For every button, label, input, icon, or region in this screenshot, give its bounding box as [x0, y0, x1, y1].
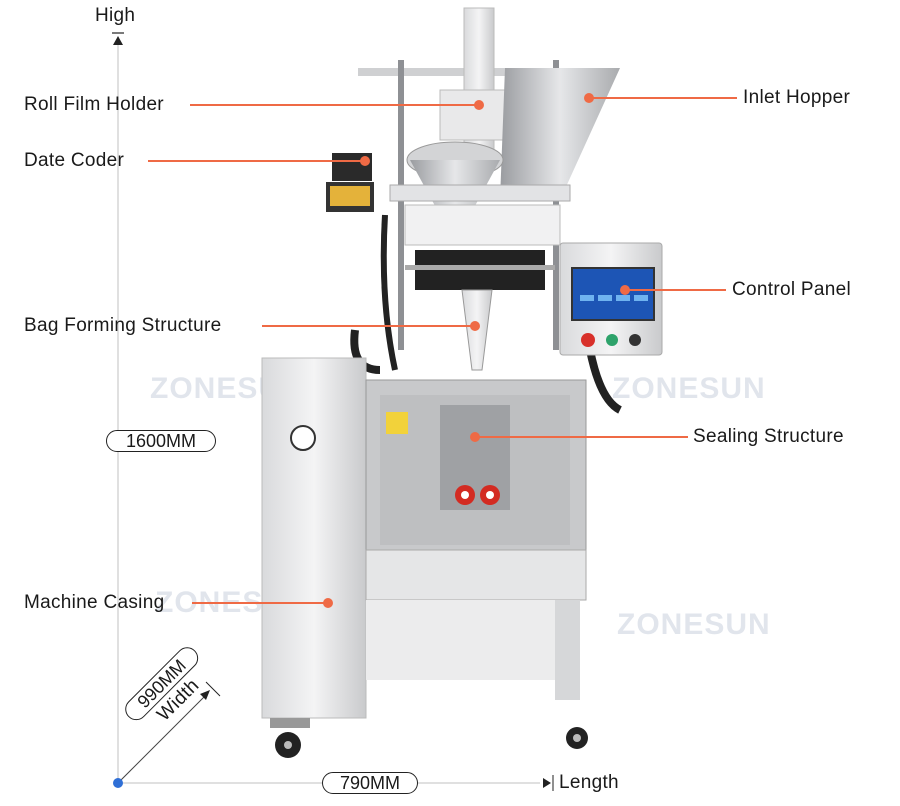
callout-lines: [148, 97, 737, 604]
dimension-axes: [112, 32, 554, 791]
arrow-diagonal-icon: [200, 690, 210, 700]
inlet-hopper: [500, 68, 620, 200]
arrow-right-icon: [543, 778, 551, 788]
callout-bag-forming-structure: Bag Forming Structure: [24, 315, 222, 336]
callout-date-coder: Date Coder: [24, 150, 125, 171]
origin-dot: [113, 778, 123, 788]
callout-control-panel: Control Panel: [732, 279, 852, 300]
callout-machine-casing: Machine Casing: [24, 592, 165, 613]
watermark: ZONESUN: [612, 372, 766, 405]
height-value-pill: 1600MM: [106, 430, 216, 452]
arrow-up-icon: [113, 36, 123, 45]
callout-sealing-structure: Sealing Structure: [693, 426, 844, 447]
watermark: ZONESUN: [617, 608, 771, 641]
callout-dots: [323, 93, 630, 608]
callout-inlet-hopper: Inlet Hopper: [743, 87, 851, 108]
length-axis-label: Length: [559, 772, 619, 793]
height-axis-label: High: [95, 5, 136, 26]
length-value-pill: 790MM: [322, 772, 418, 794]
callout-roll-film-holder: Roll Film Holder: [24, 94, 164, 115]
machine-casing: [261, 357, 367, 719]
